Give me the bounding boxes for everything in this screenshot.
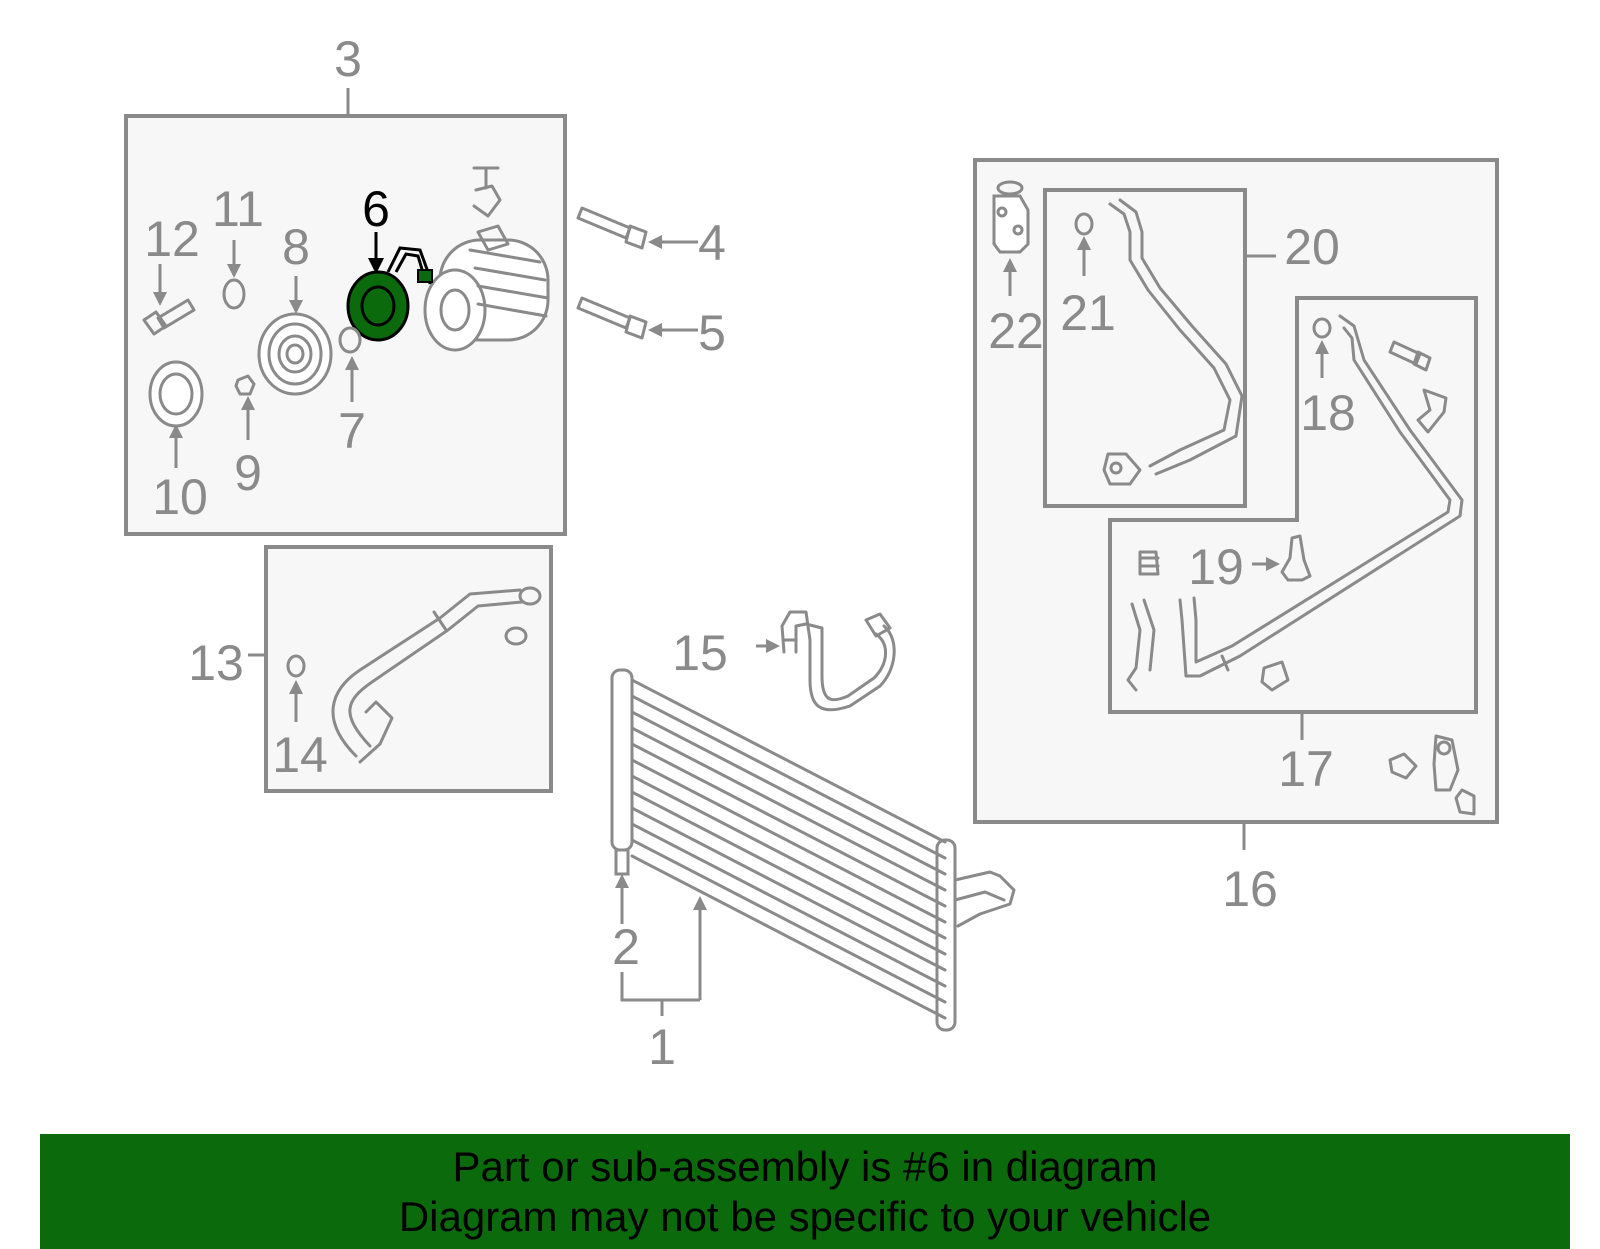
callout-11-arrow — [227, 264, 241, 278]
callout-19-label: 19 — [1188, 539, 1244, 595]
callout-1-arrow — [693, 896, 707, 910]
callout-14-arrow — [289, 680, 303, 694]
callout-16-label: 16 — [1222, 861, 1278, 917]
callout-4-arrow — [648, 235, 662, 249]
part-22-expansion-valve — [992, 180, 1030, 254]
callout-3-label: 3 — [334, 31, 362, 87]
part-18-o-ring — [1312, 317, 1332, 339]
callout-12-arrow — [153, 292, 167, 306]
callout-14-label: 14 — [272, 727, 328, 783]
part-16-bolt — [1388, 340, 1432, 372]
callout-5-label: 5 — [698, 305, 726, 361]
part-16-cap — [1138, 550, 1160, 576]
part-14-o-ring — [286, 654, 306, 678]
suction-hose-box — [1043, 188, 1247, 508]
part-2-drier — [614, 848, 630, 876]
callout-6-label: 6 — [362, 181, 390, 237]
part-19-service-valve — [1280, 534, 1312, 582]
suction-tube-box — [1108, 296, 1478, 714]
discharge-hose-box — [264, 545, 553, 793]
part-7-snap-ring — [338, 326, 362, 354]
callout-5-arrow — [648, 323, 662, 337]
callout-10-arrow — [169, 424, 183, 438]
part-9-shim — [234, 374, 256, 396]
part-6-clutch-coil — [346, 246, 433, 342]
part-4-bolt — [576, 206, 648, 250]
callout-2-label: 2 — [612, 919, 640, 975]
callout-4-label: 4 — [698, 215, 726, 271]
part-10-hub — [148, 360, 204, 428]
part-11-ring — [222, 278, 246, 310]
callout-1-bracket — [620, 972, 700, 1002]
part-16-bracket — [1388, 734, 1476, 816]
callout-22-label: 22 — [988, 303, 1044, 359]
callout-8-arrow — [289, 300, 303, 314]
part-17-suction-tube — [1126, 314, 1464, 692]
callout-21-arrow — [1077, 236, 1091, 250]
callout-12-label: 12 — [144, 211, 200, 267]
part-15-liquid-hose — [780, 610, 896, 712]
callout-13-label: 13 — [188, 635, 244, 691]
part-13-hose — [331, 586, 542, 764]
callout-19-arrow — [1266, 557, 1280, 571]
callout-18-arrow — [1315, 340, 1329, 354]
part-8-pulley — [257, 312, 333, 396]
callout-18-label: 18 — [1300, 385, 1356, 441]
compressor-body — [423, 166, 550, 352]
callout-15-label: 15 — [672, 625, 728, 681]
callout-6-arrow — [368, 258, 384, 274]
callout-15-arrow — [766, 639, 780, 653]
part-16-clip — [1416, 388, 1448, 434]
part-21-o-ring — [1074, 212, 1094, 236]
callout-2-arrow — [615, 874, 629, 888]
callout-1-label: 1 — [648, 1019, 676, 1075]
callout-17-label: 17 — [1278, 741, 1334, 797]
banner-line-2: Diagram may not be specific to your vehi… — [398, 1193, 1212, 1240]
callout-10-label: 10 — [152, 469, 208, 525]
part-12-bolt — [142, 298, 196, 336]
callout-8-label: 8 — [282, 219, 310, 275]
callout-9-label: 9 — [234, 445, 262, 501]
part-5-bolt — [576, 296, 648, 340]
callout-11-label: 11 — [212, 181, 264, 237]
callout-21-label: 21 — [1060, 285, 1116, 341]
part-1-condenser — [610, 668, 1016, 1032]
callout-7-arrow — [345, 356, 359, 370]
callout-7-label: 7 — [338, 403, 366, 459]
callout-22-arrow — [1003, 258, 1017, 272]
part-20-suction-hose — [1102, 198, 1244, 486]
callout-20-label: 20 — [1284, 219, 1340, 275]
callout-9-arrow — [241, 396, 255, 410]
info-banner: Part or sub-assembly is #6 in diagram Di… — [40, 1134, 1570, 1249]
banner-line-1: Part or sub-assembly is #6 in diagram — [452, 1143, 1158, 1190]
